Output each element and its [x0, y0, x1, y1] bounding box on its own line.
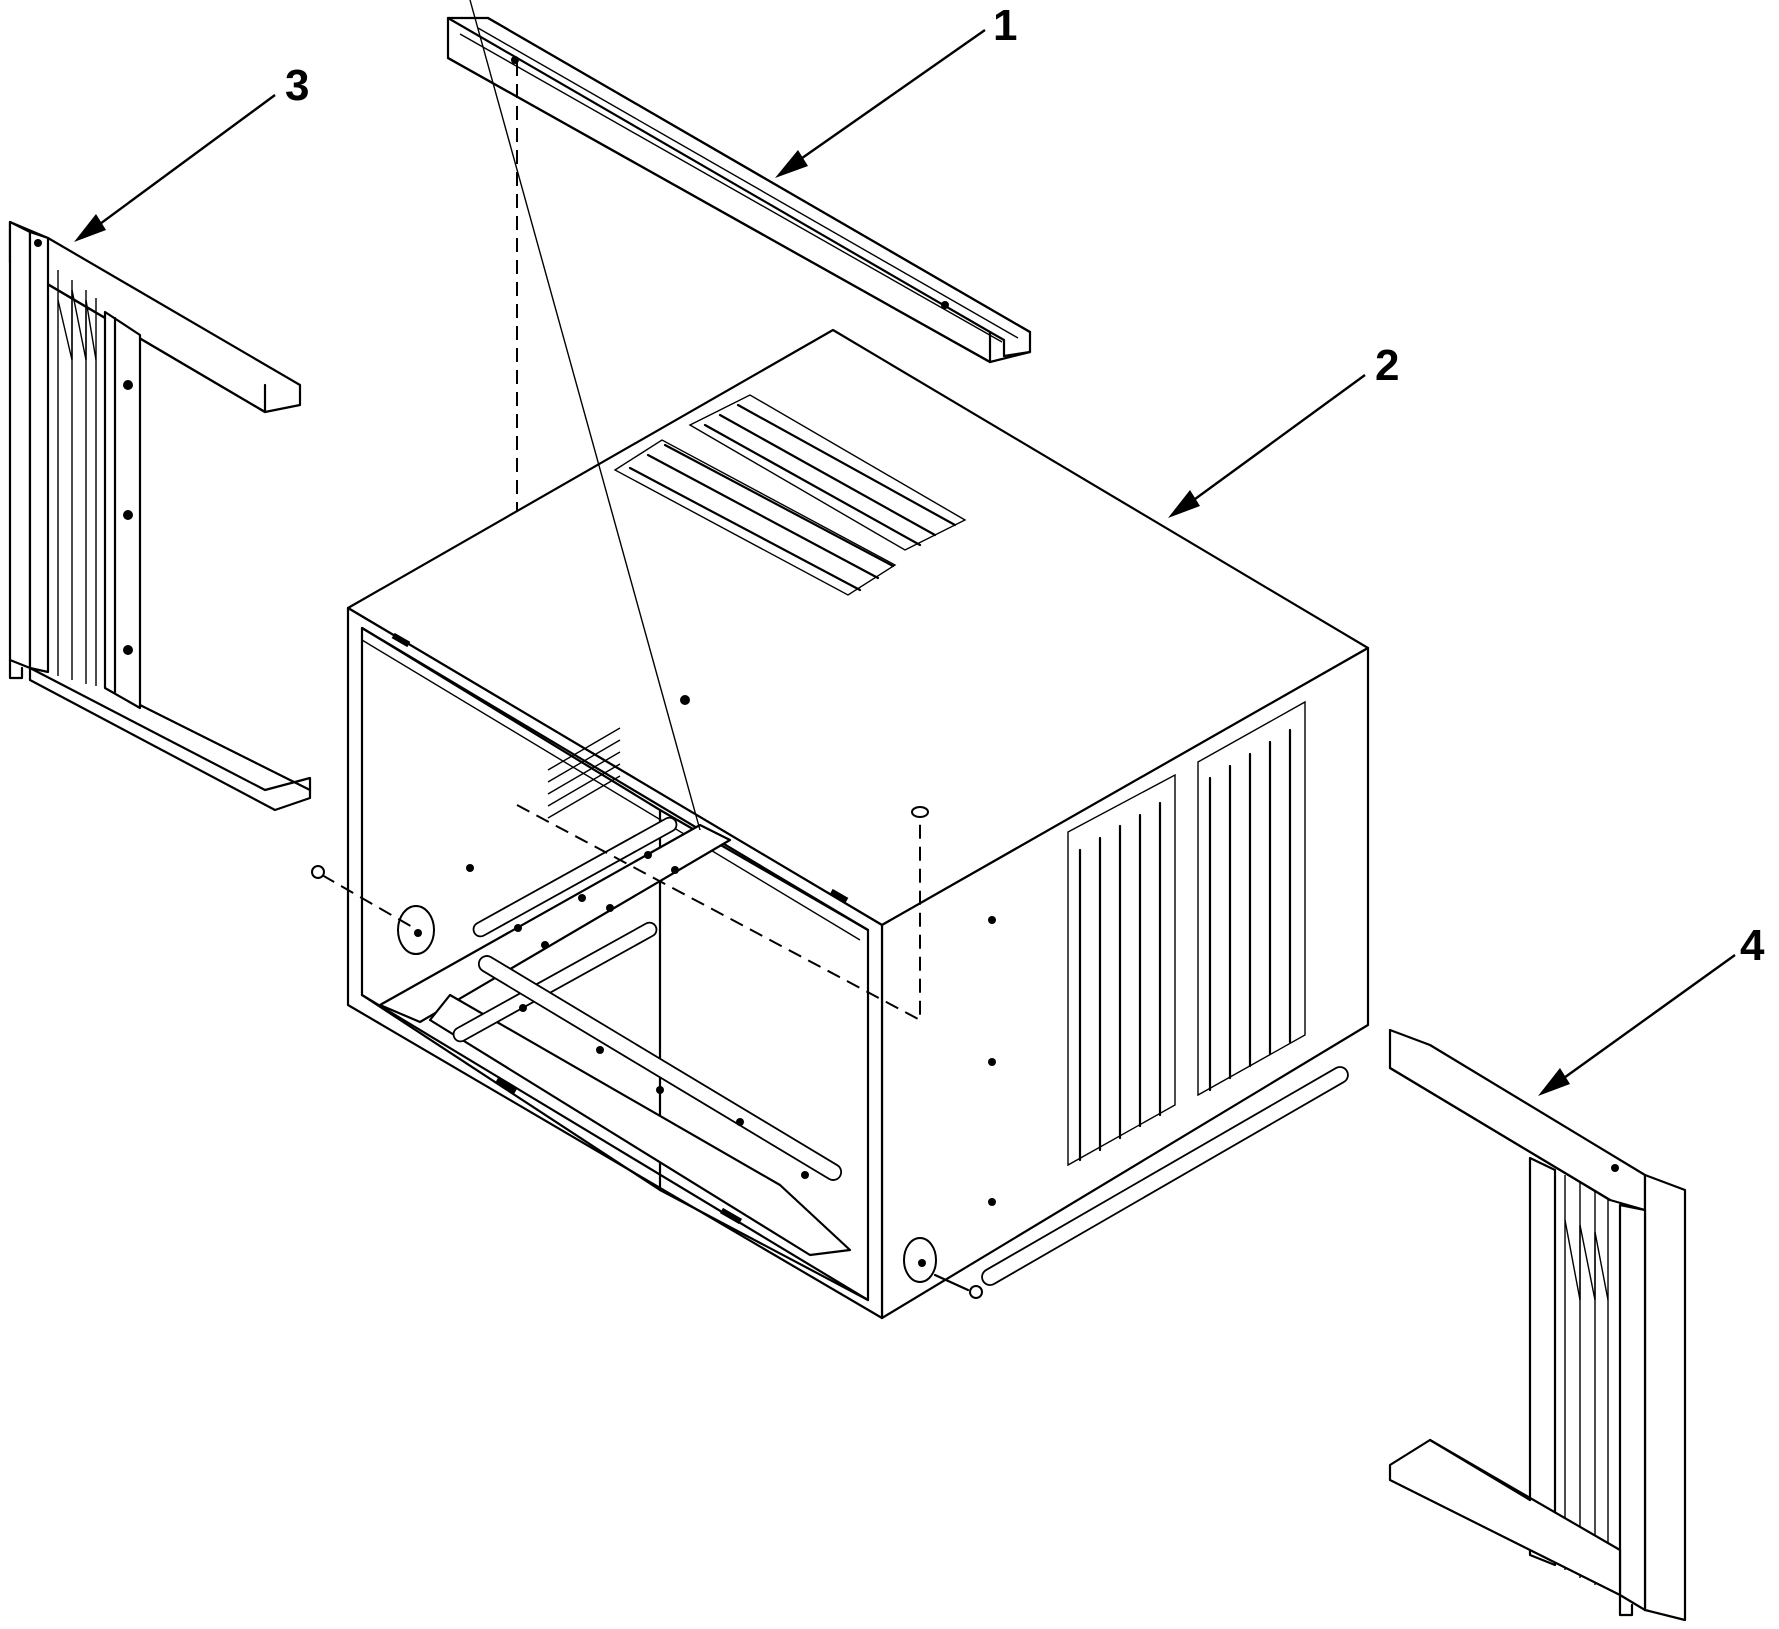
- side-louver-left: [1067, 773, 1176, 1167]
- callout-1: 1: [775, 1, 1017, 178]
- screw-right-top: [911, 806, 929, 818]
- callout-label-3: 3: [285, 61, 309, 110]
- callout-label-1: 1: [993, 1, 1017, 50]
- callout-label-4: 4: [1740, 921, 1765, 970]
- top-louver-left: [613, 439, 897, 596]
- side-louver-right: [1197, 700, 1306, 1097]
- callout-label-2: 2: [1375, 341, 1399, 390]
- part-4-right-side-panel: [1388, 1028, 1687, 1622]
- screw-left: [311, 865, 325, 879]
- callout-4: 4: [1538, 921, 1765, 1096]
- part-1-top-rail: [446, 16, 1032, 364]
- top-louver-right: [688, 394, 967, 551]
- part-3-left-side-panel: [8, 220, 312, 812]
- callout-2: 2: [1168, 341, 1399, 518]
- part-2-cabinet: [346, 0, 1370, 1320]
- callout-3: 3: [74, 61, 309, 242]
- interior-fins: [547, 727, 621, 819]
- alignment-line-left: [321, 874, 415, 929]
